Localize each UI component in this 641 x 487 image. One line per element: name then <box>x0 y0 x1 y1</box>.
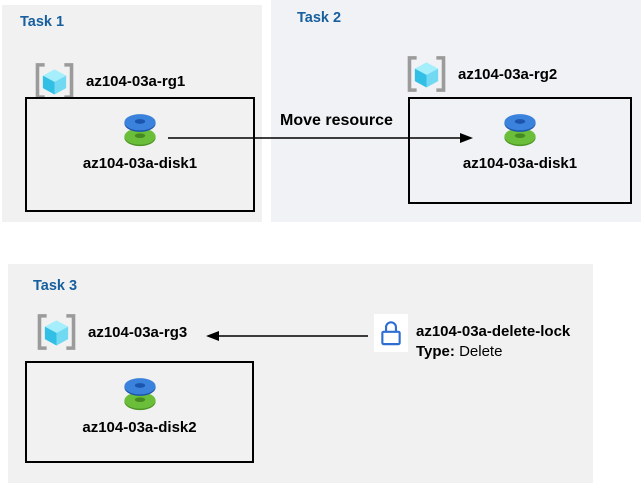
task2-resource-box: az104-03a-disk1 <box>408 97 632 204</box>
task2-resource-label: az104-03a-disk1 <box>462 155 578 172</box>
lock-icon <box>374 314 408 352</box>
task1-resource-box: az104-03a-disk1 <box>25 97 255 212</box>
lock-icon <box>377 317 405 349</box>
task3-resource-box: az104-03a-disk2 <box>25 361 254 463</box>
task1-title: Task 1 <box>20 14 65 30</box>
task3-panel: Task 3 az104-03a-rg3 az104-03a-disk2 <box>8 264 593 483</box>
disk-icon <box>499 112 541 148</box>
resource-group-icon <box>35 312 78 352</box>
task1-panel: Task 1 az104-03a-rg1 az104-03a-disk1 <box>2 5 262 222</box>
task1-resource-group-label: az104-03a-rg1 <box>86 72 186 90</box>
task2-panel: Task 2 az104-03a-rg2 az104-03a-disk1 <box>271 0 641 222</box>
disk-icon <box>119 112 161 148</box>
task3-resource-label: az104-03a-disk2 <box>82 419 197 436</box>
task2-title: Task 2 <box>297 10 342 26</box>
delete-lock-text: az104-03a-delete-lock Type: Delete <box>416 323 570 360</box>
disk-icon <box>119 376 161 412</box>
delete-lock-type: Type: Delete <box>416 343 570 360</box>
task1-resource-group: az104-03a-rg1 <box>33 61 185 101</box>
move-resource-arrow <box>168 133 473 143</box>
task3-resource-group: az104-03a-rg3 <box>35 312 187 352</box>
move-resource-label: Move resource <box>280 112 393 129</box>
delete-lock-name: az104-03a-delete-lock <box>416 323 571 340</box>
delete-lock-annotation: az104-03a-delete-lock Type: Delete <box>374 314 570 360</box>
task2-resource-group: az104-03a-rg2 <box>405 54 557 94</box>
task2-resource-group-label: az104-03a-rg2 <box>458 65 558 83</box>
delete-lock-type-value: Delete <box>459 343 503 360</box>
delete-lock-type-label: Type: <box>416 343 455 360</box>
resource-group-icon <box>405 54 448 94</box>
resource-group-icon <box>33 61 76 101</box>
task3-resource-group-label: az104-03a-rg3 <box>88 323 188 341</box>
task3-title: Task 3 <box>33 278 78 294</box>
task1-resource-label: az104-03a-disk1 <box>82 155 198 172</box>
delete-lock-arrow <box>206 331 368 341</box>
